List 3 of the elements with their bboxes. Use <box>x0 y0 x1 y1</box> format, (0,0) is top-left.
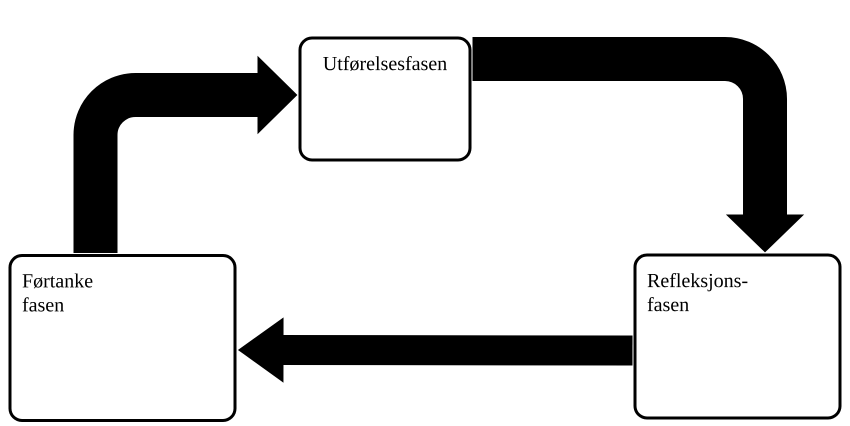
phase-box: Refleksjons- fasen <box>634 254 842 420</box>
phase-box: Utførelsesfasen <box>298 36 472 162</box>
phase-box: Førtanke fasen <box>8 254 236 422</box>
